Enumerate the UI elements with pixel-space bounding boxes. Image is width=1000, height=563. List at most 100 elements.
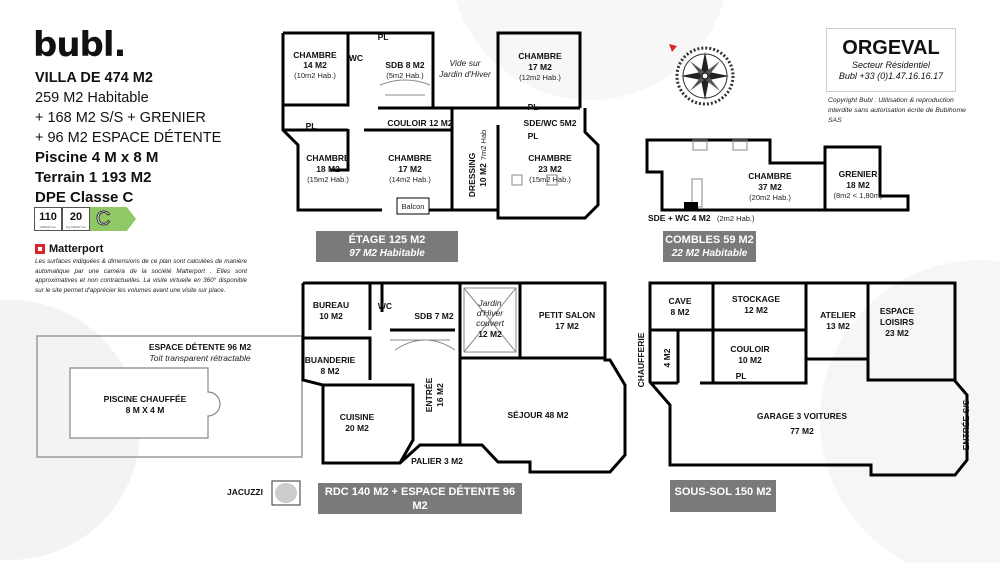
room-label: PL xyxy=(378,32,389,42)
room-label: Jardin xyxy=(477,298,501,308)
dpe-energy-unit: kWh/m².an xyxy=(40,225,56,229)
sous-sol-title: SOUS-SOL 150 M2 xyxy=(674,486,772,498)
room-label: PL xyxy=(306,121,317,131)
room-label: Balcon xyxy=(402,202,425,211)
room-label: (14m2 Hab.) xyxy=(389,175,431,184)
pool-label: 8 M X 4 M xyxy=(126,405,165,415)
room-label: WC xyxy=(349,53,363,63)
basement-attic-area: + 168 M2 S/S + GRENIER xyxy=(35,110,206,126)
property-summary: VILLA DE 474 M2 259 M2 Habitable + 168 M… xyxy=(35,68,265,208)
room-label: Toit transparent rétractable xyxy=(149,353,251,363)
room-label: d'Hiver xyxy=(477,308,504,318)
dpe-energy-value: 110 xyxy=(39,211,57,223)
combles-title: COMBLES 59 M2 xyxy=(665,234,754,246)
room-label: CHAMBRE xyxy=(293,50,337,60)
room-label: 10 M2 xyxy=(478,163,488,187)
room-label: 14 M2 xyxy=(303,60,327,70)
dpe-ghg-unit: kg CO2/m².an xyxy=(66,225,86,229)
dpe-class-arrow: C xyxy=(90,207,136,231)
rdc-plan: BUREAU 10 M2 WC SDB 7 M2 Jardin d'Hiver … xyxy=(301,281,627,474)
room-label: CUISINE xyxy=(340,412,375,422)
room-label: 10 M2 xyxy=(738,355,762,365)
matterport-icon xyxy=(35,244,45,254)
villa-size: VILLA DE 474 M2 xyxy=(35,70,153,86)
room-label: 20 M2 xyxy=(345,423,369,433)
sous-sol-caption: SOUS-SOL 150 M2 xyxy=(670,480,776,512)
dpe-class: DPE Classe C xyxy=(35,189,134,206)
room-label: (2m2 Hab.) xyxy=(717,214,755,223)
room-label: (5m2 Hab.) xyxy=(386,71,424,80)
combles-caption: COMBLES 59 M2 22 M2 Habitable xyxy=(663,231,756,262)
room-label: (10m2 Hab.) xyxy=(294,71,336,80)
room-label: GRENIER xyxy=(839,169,878,179)
room-label: PL xyxy=(528,131,539,141)
room-label: CHAUFFERIE xyxy=(636,332,646,387)
room-label: ENTRÉE xyxy=(424,377,434,412)
jacuzzi-label: JACUZZI xyxy=(227,487,263,497)
room-label: CHAMBRE xyxy=(306,153,350,163)
room-label: PALIER 3 M2 xyxy=(411,456,463,466)
room-label: 8 M2 xyxy=(321,366,340,376)
matterport-logo: Matterport xyxy=(35,243,103,255)
habitable-area: 259 M2 Habitable xyxy=(35,90,149,106)
room-label: 7m2 Hab xyxy=(479,130,488,160)
room-label: SDE + WC 4 M2 xyxy=(648,213,711,223)
room-label: 18 M2 xyxy=(316,164,340,174)
room-label: 10 M2 xyxy=(319,311,343,321)
rdc-title: RDC 140 M2 + ESPACE DÉTENTE 96 M2 xyxy=(324,486,516,512)
room-label: (15m2 Hab.) xyxy=(529,175,571,184)
room-label: DRESSING xyxy=(467,152,477,197)
pool-size: Piscine 4 M x 8 M xyxy=(35,149,159,166)
room-label: SDE/WC 5M2 xyxy=(524,118,577,128)
room-label: 12 M2 xyxy=(744,305,768,315)
room-label: (12m2 Hab.) xyxy=(519,73,561,82)
room-label: 16 M2 xyxy=(435,383,445,407)
room-label: 18 M2 xyxy=(846,180,870,190)
disclaimer: Les surfaces indiquées & dimensions de c… xyxy=(35,258,247,294)
room-label: 12 M2 xyxy=(478,329,502,339)
room-label: 17 M2 xyxy=(555,321,579,331)
room-label: (20m2 Hab.) xyxy=(749,193,791,202)
etage-plan: CHAMBRE 14 M2 (10m2 Hab.) WC SDB 8 M2 (5… xyxy=(281,31,600,220)
room-label: GARAGE 3 VOITURES xyxy=(757,411,848,421)
room-label: CAVE xyxy=(669,296,692,306)
room-label: 4 M2 xyxy=(662,348,672,367)
room-label: ENTRÉE S/S xyxy=(961,399,971,450)
combles-plan: CHAMBRE 37 M2 (20m2 Hab.) GRENIER 18 M2 … xyxy=(645,138,910,223)
jacuzzi-icon xyxy=(275,483,297,503)
etage-title: ÉTAGE 125 M2 xyxy=(348,234,426,246)
town-name: ORGEVAL xyxy=(842,37,940,59)
room-label: CHAMBRE xyxy=(518,51,562,61)
room-label: PL xyxy=(528,102,539,112)
room-label: Vide sur xyxy=(449,58,481,68)
room-label: ATELIER xyxy=(820,310,856,320)
room-label: BUANDERIE xyxy=(305,355,356,365)
room-label: COULOIR 12 M2 xyxy=(387,118,452,128)
room-label: LOISIRS xyxy=(880,317,914,327)
room-label: STOCKAGE xyxy=(732,294,780,304)
room-label: SDB 7 M2 xyxy=(414,311,453,321)
espace-detente-plan: ESPACE DÉTENTE 96 M2 Toit transparent ré… xyxy=(36,335,303,506)
relaxation-area: + 96 M2 ESPACE DÉTENTE xyxy=(35,130,222,146)
room-label: 17 M2 xyxy=(528,62,552,72)
combles-sub: 22 M2 Habitable xyxy=(671,248,748,259)
room-label: ESPACE DÉTENTE 96 M2 xyxy=(149,342,252,352)
room-label: PL xyxy=(736,371,747,381)
room-label: PETIT SALON xyxy=(539,310,595,320)
bubl-logo: bubl. xyxy=(33,25,126,65)
etage-caption: ÉTAGE 125 M2 97 M2 Habitable xyxy=(316,231,458,262)
room-label: 13 M2 xyxy=(826,321,850,331)
etage-sub: 97 M2 Habitable xyxy=(349,248,425,259)
phone: Bubl +33 (0)1.47.16.16.17 xyxy=(838,71,944,81)
room-label: (8m2 < 1,80m) xyxy=(834,191,883,200)
dpe-energy: 110 kWh/m².an xyxy=(34,207,62,231)
room-label: COULOIR xyxy=(730,344,769,354)
copyright: Copyright Bubl : Utilisation & reproduct… xyxy=(828,97,966,124)
matterport-name: Matterport xyxy=(49,243,104,255)
room-label: 23 M2 xyxy=(885,328,909,338)
location-box: ORGEVAL Secteur Résidentiel Bubl +33 (0)… xyxy=(826,28,956,92)
room-label: WC xyxy=(378,301,392,311)
